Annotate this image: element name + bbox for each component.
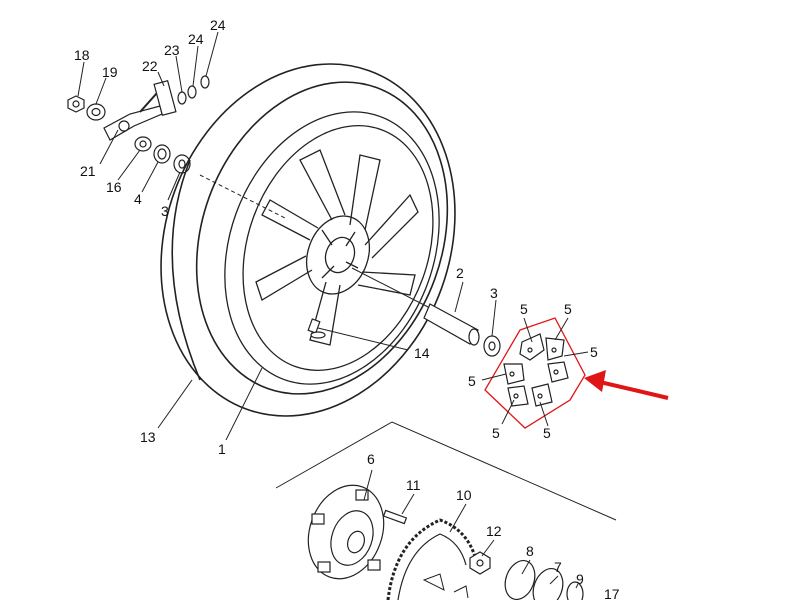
- label-14: 14: [414, 345, 430, 361]
- sprocket-hub-6: [307, 484, 385, 580]
- stud-bolt-11: [382, 509, 408, 525]
- sprocket-10: [386, 518, 478, 600]
- oil-seal-4: [153, 144, 171, 164]
- label-5e: 5: [492, 425, 500, 441]
- label-11: 11: [406, 477, 421, 493]
- bearing-3a: [173, 154, 191, 174]
- label-5a: 5: [520, 301, 528, 317]
- bearing-3b: [483, 335, 501, 357]
- tire: [160, 63, 456, 417]
- nut-12: [469, 551, 491, 575]
- label-3a: 3: [161, 203, 169, 219]
- label-17: 17: [604, 586, 620, 600]
- label-19: 19: [102, 64, 118, 80]
- nut-24a: [187, 85, 197, 99]
- label-5d: 5: [468, 373, 476, 389]
- label-9: 9: [576, 571, 584, 587]
- label-23: 23: [164, 42, 180, 58]
- nut-24b: [200, 75, 210, 89]
- leader-lines: [77, 31, 589, 589]
- label-3b: 3: [490, 285, 498, 301]
- label-24a: 24: [188, 31, 204, 47]
- collar-9: [566, 581, 584, 600]
- wheel-rim: [224, 111, 440, 385]
- washer-19: [86, 103, 106, 121]
- bearing-7: [532, 568, 564, 600]
- axle-nut-18: [67, 95, 85, 113]
- label-5b: 5: [564, 301, 572, 317]
- label-6: 6: [367, 451, 375, 467]
- label-2: 2: [456, 265, 464, 281]
- plate-22: [153, 79, 177, 117]
- label-12: 12: [486, 523, 502, 539]
- label-5f: 5: [543, 425, 551, 441]
- bearing-8: [504, 560, 536, 600]
- label-4: 4: [134, 191, 142, 207]
- red-arrow-icon: [584, 370, 669, 400]
- label-18: 18: [74, 47, 90, 63]
- label-7: 7: [554, 559, 562, 575]
- valve-stem: [307, 318, 326, 339]
- collar-16: [134, 136, 152, 152]
- label-21: 21: [80, 163, 96, 179]
- label-24b: 24: [210, 17, 226, 33]
- label-13: 13: [140, 429, 156, 445]
- label-22: 22: [142, 58, 158, 74]
- label-10: 10: [456, 487, 472, 503]
- part-labels: 18 19 22 23 24 24 21 16 4 3 2 3 14 13 1 …: [74, 17, 620, 600]
- label-1: 1: [218, 441, 226, 457]
- label-8: 8: [526, 543, 534, 559]
- label-16: 16: [106, 179, 122, 195]
- spacer-2: [423, 303, 480, 346]
- label-5c: 5: [590, 344, 598, 360]
- washer-23: [177, 91, 187, 105]
- damper-set: [503, 333, 569, 407]
- damper-highlight: [484, 317, 586, 429]
